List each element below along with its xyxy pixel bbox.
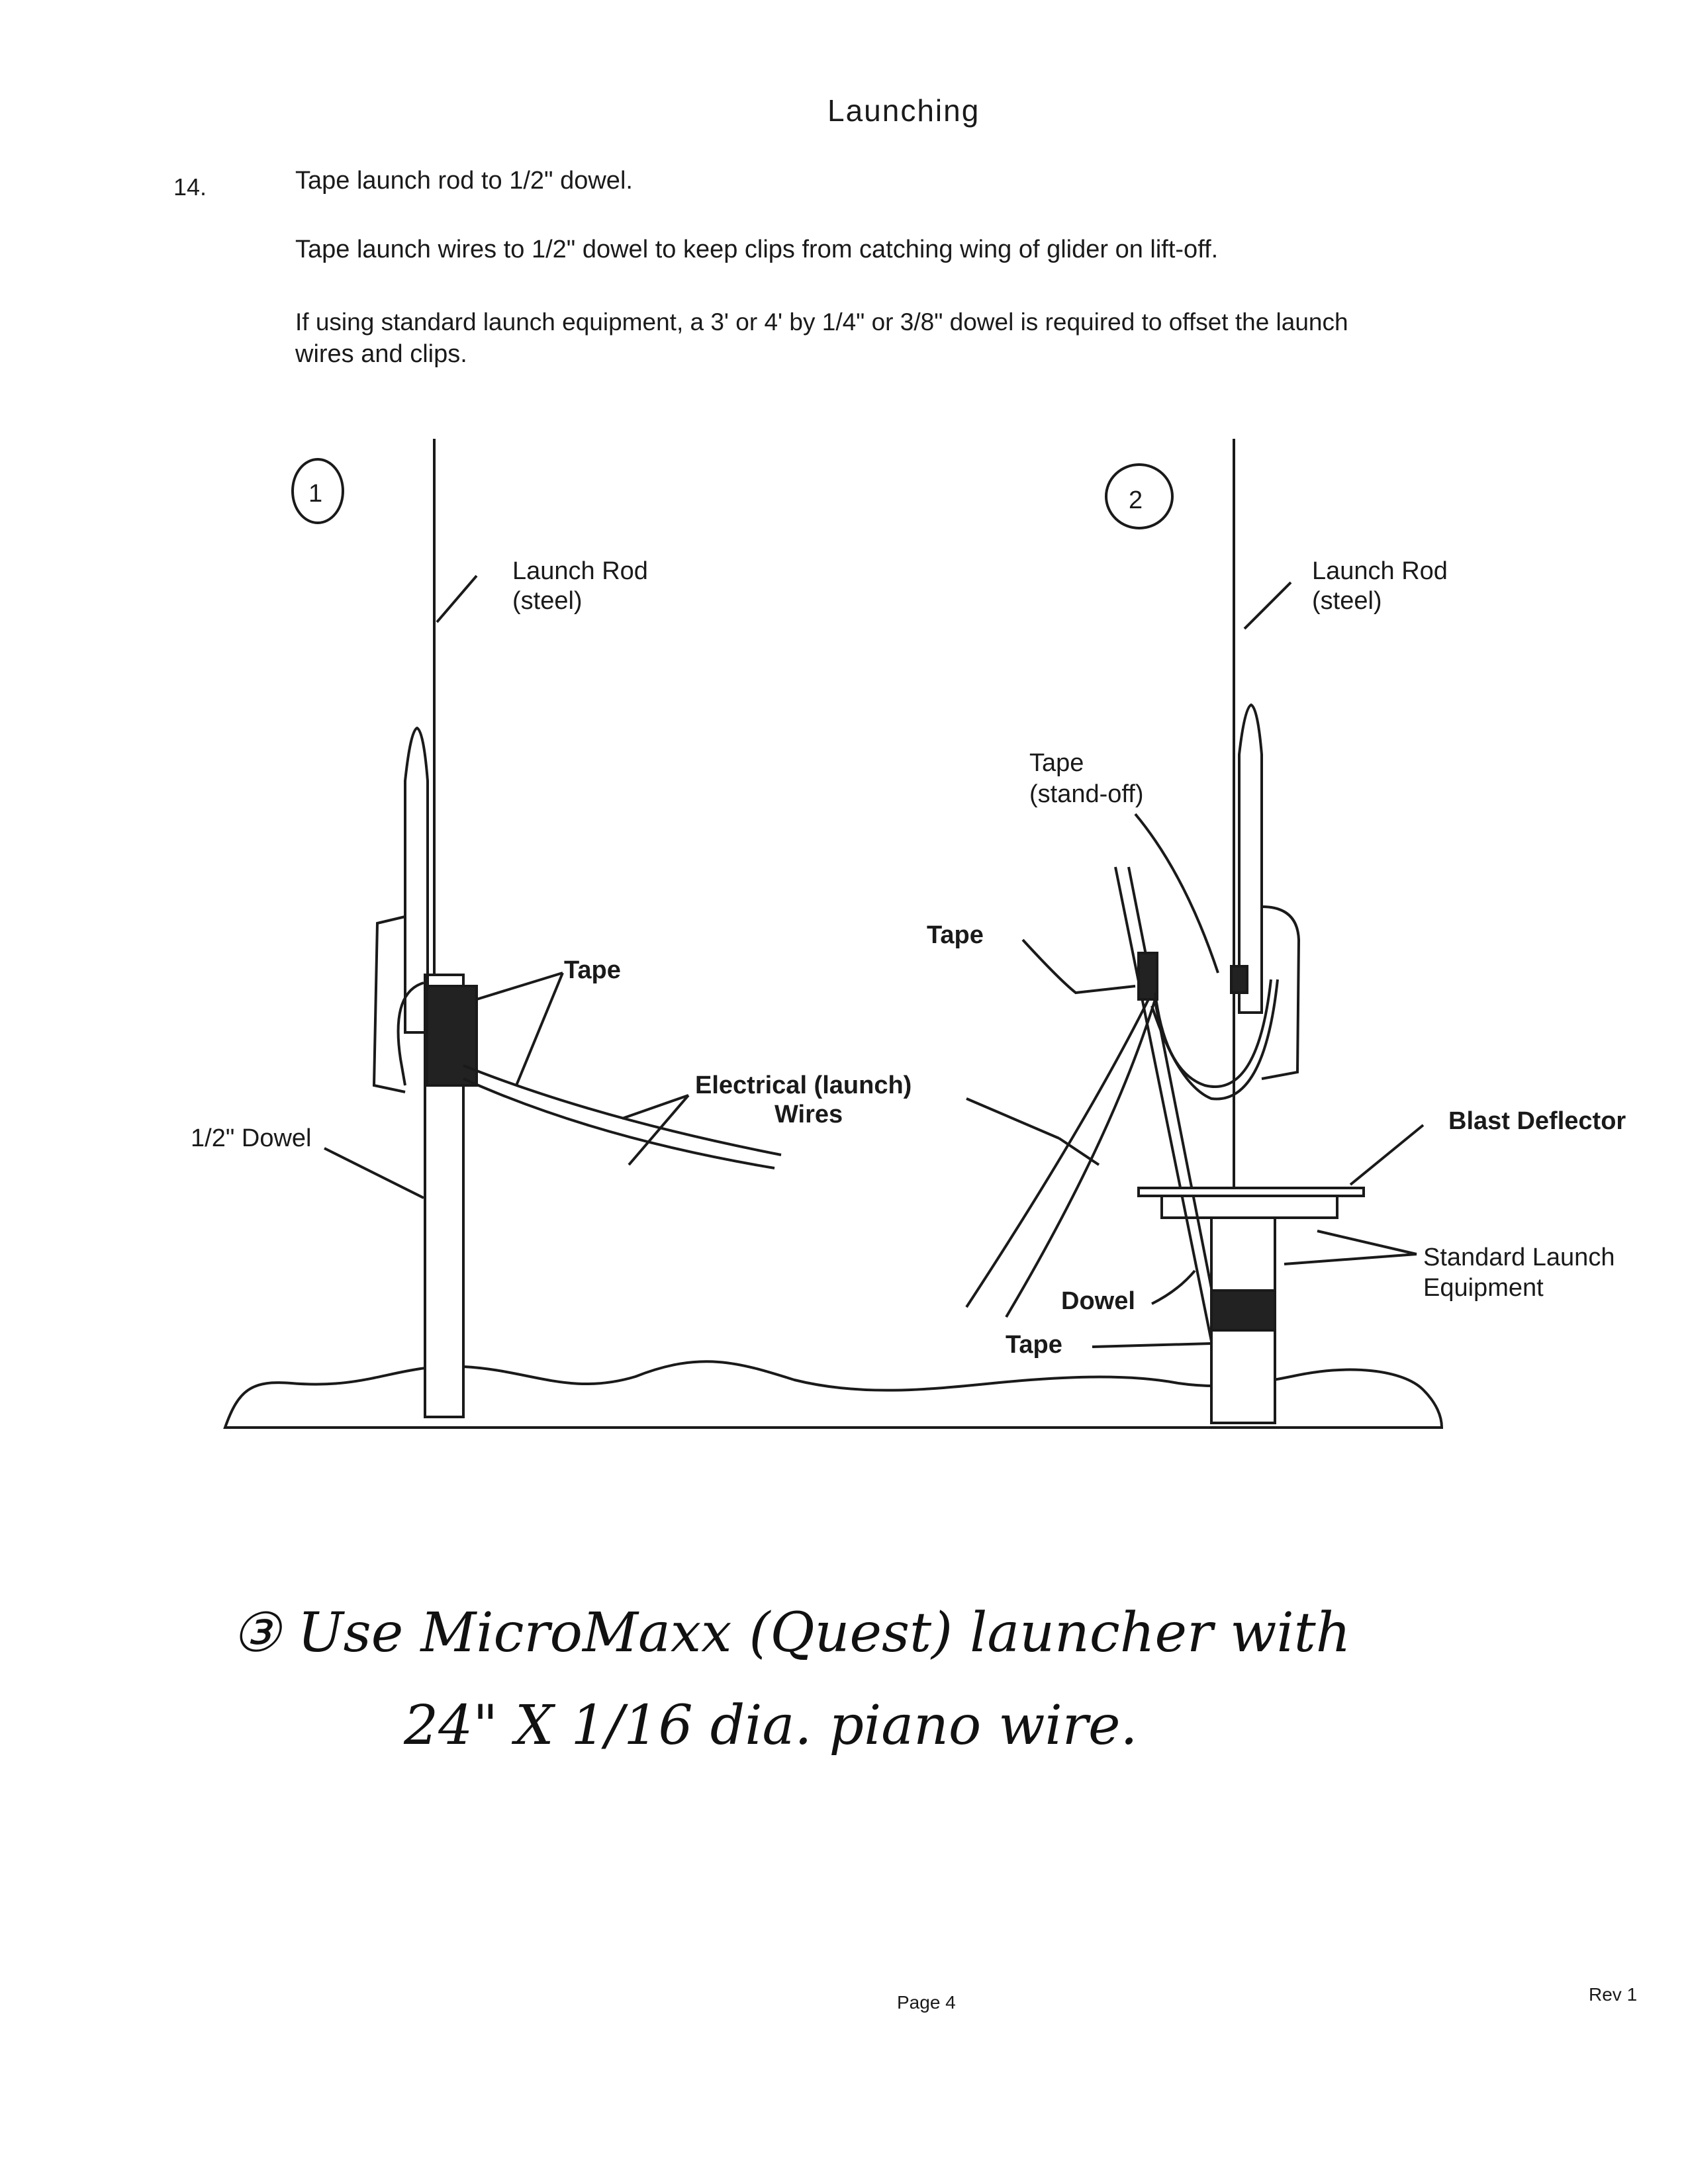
glider-wing — [1261, 905, 1301, 1080]
tape-bottom — [1210, 1289, 1276, 1332]
ground — [223, 1360, 1444, 1429]
label-wires-sub: Wires — [774, 1101, 843, 1128]
leader-line — [1151, 1269, 1196, 1305]
figure-2-marker-circle — [1105, 463, 1174, 529]
tape-standoff — [1230, 965, 1248, 994]
figure-1-marker: 1 — [308, 480, 322, 508]
leader-line — [1134, 813, 1219, 974]
instruction-line: wires and clips. — [295, 340, 467, 368]
figure-1: 1 Launch Rod (steel) Tape Electrical (la… — [191, 439, 912, 1418]
clip-wire — [397, 981, 424, 1086]
tape-block — [1137, 952, 1158, 1001]
label-launch-rod: Launch Rod — [1312, 557, 1448, 585]
leader-line — [1021, 938, 1136, 995]
label-launch-rod-sub: (steel) — [512, 587, 583, 615]
glider-wing — [372, 915, 406, 1093]
launch-wires — [965, 999, 1156, 1318]
label-tape-standoff-sub: (stand-off) — [1029, 780, 1143, 808]
label-tape-bottom: Tape — [1006, 1331, 1062, 1359]
blast-deflector — [1137, 1187, 1365, 1197]
tape-block — [426, 985, 478, 1087]
leader-line — [622, 1094, 690, 1166]
instruction-line: If using standard launch equipment, a 3'… — [295, 308, 1348, 336]
label-launch-rod: Launch Rod — [512, 557, 648, 585]
label-tape-standoff: Tape — [1029, 749, 1084, 777]
figure-1-marker-circle — [291, 458, 344, 524]
page-number: Page 4 — [897, 1992, 956, 2013]
glider — [404, 726, 429, 1034]
leader-line — [1284, 1230, 1417, 1265]
label-blast-deflector: Blast Deflector — [1448, 1107, 1626, 1135]
label-standard-equipment-sub: Equipment — [1423, 1274, 1544, 1302]
label-standard-equipment: Standard Launch — [1423, 1244, 1615, 1271]
label-launch-rod-sub: (steel) — [1312, 587, 1382, 615]
glider — [1238, 703, 1263, 1014]
label-dowel: 1/2" Dowel — [191, 1124, 311, 1152]
figure-2-marker: 2 — [1129, 486, 1143, 514]
clip-wire — [1150, 979, 1279, 1101]
instruction-line: Tape launch wires to 1/2" dowel to keep … — [295, 236, 1219, 263]
revision: Rev 1 — [1589, 1984, 1638, 2005]
leader-line — [966, 1097, 1100, 1166]
leader-line — [436, 574, 478, 623]
label-dowel: Dowel — [1061, 1287, 1135, 1315]
page-title: Launching — [827, 93, 980, 128]
clip-wire — [1154, 979, 1272, 1088]
leader-line — [1243, 581, 1292, 630]
step-number: 14. — [173, 173, 207, 201]
leader-line — [324, 1147, 424, 1199]
label-tape: Tape — [927, 921, 984, 949]
handwritten-note-line2: 24" X 1/16 dia. piano wire. — [404, 1694, 1138, 1757]
instruction-line: Tape launch rod to 1/2" dowel. — [295, 167, 633, 195]
handwritten-note-line1: ③ Use MicroMaxx (Quest) launcher with — [232, 1602, 1351, 1664]
label-wires: Electrical (launch) — [695, 1071, 912, 1099]
leader-line — [1092, 1342, 1212, 1348]
label-tape: Tape — [564, 956, 621, 984]
figure-2: 2 Launch Rod (steel) Tape (stand-off) Ta… — [927, 439, 1626, 1424]
leader-line — [476, 972, 564, 1086]
launch-wires — [463, 1064, 782, 1169]
leader-line — [1349, 1124, 1425, 1186]
launch-pad — [1160, 1196, 1338, 1219]
